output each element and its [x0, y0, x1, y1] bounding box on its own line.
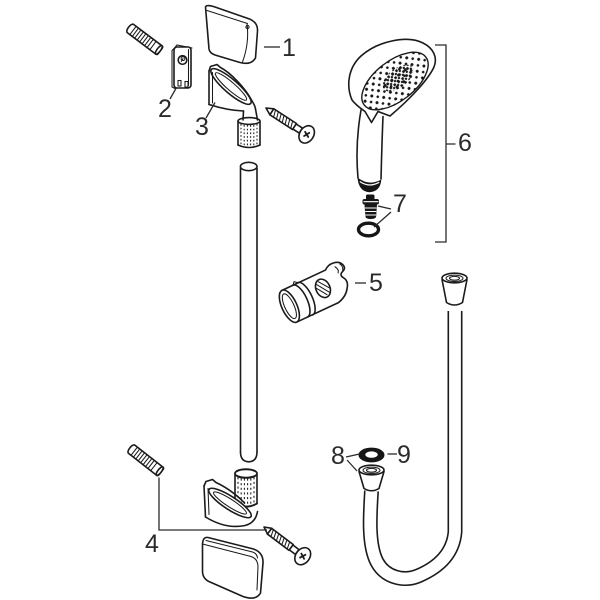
part-7-o-ring-icon	[356, 221, 381, 238]
part-label-1: 1	[282, 34, 296, 62]
part-label-3: 3	[195, 113, 209, 141]
upper-screw-icon	[260, 99, 319, 147]
hose-o-ring-icon	[358, 447, 385, 463]
part-label-9: 9	[397, 441, 411, 469]
wall-bar-icon	[239, 161, 258, 463]
leader-line-2	[169, 87, 178, 100]
cover-cap-bottom-icon	[201, 536, 264, 599]
hand-shower-icon	[347, 38, 437, 193]
filter-insert-icon	[362, 194, 379, 219]
cover-cap-top-icon	[204, 4, 259, 65]
part-label-8: 8	[331, 442, 345, 470]
part-label-2: 2	[158, 95, 172, 123]
upper-rail-bracket-icon	[208, 63, 261, 149]
part-6-bracket-line	[435, 44, 456, 243]
lower-rail-bracket-icon	[203, 468, 259, 528]
mounting-plate-icon	[171, 44, 193, 90]
leader-line-7	[373, 205, 392, 228]
lower-screw-icon	[257, 518, 315, 569]
leader-line-3	[205, 102, 216, 119]
part-label-7: 7	[393, 190, 407, 218]
shower-hose-icon	[358, 272, 468, 586]
leader-line-4	[158, 477, 267, 531]
part-label-6: 6	[458, 129, 472, 157]
leader-line-8	[345, 453, 360, 472]
part-label-4: 4	[145, 530, 159, 558]
slider-holder-icon	[278, 261, 349, 324]
wall-anchor-bottom-icon	[125, 442, 166, 478]
wall-anchor-top-icon	[124, 22, 165, 56]
part-label-5: 5	[369, 269, 383, 297]
